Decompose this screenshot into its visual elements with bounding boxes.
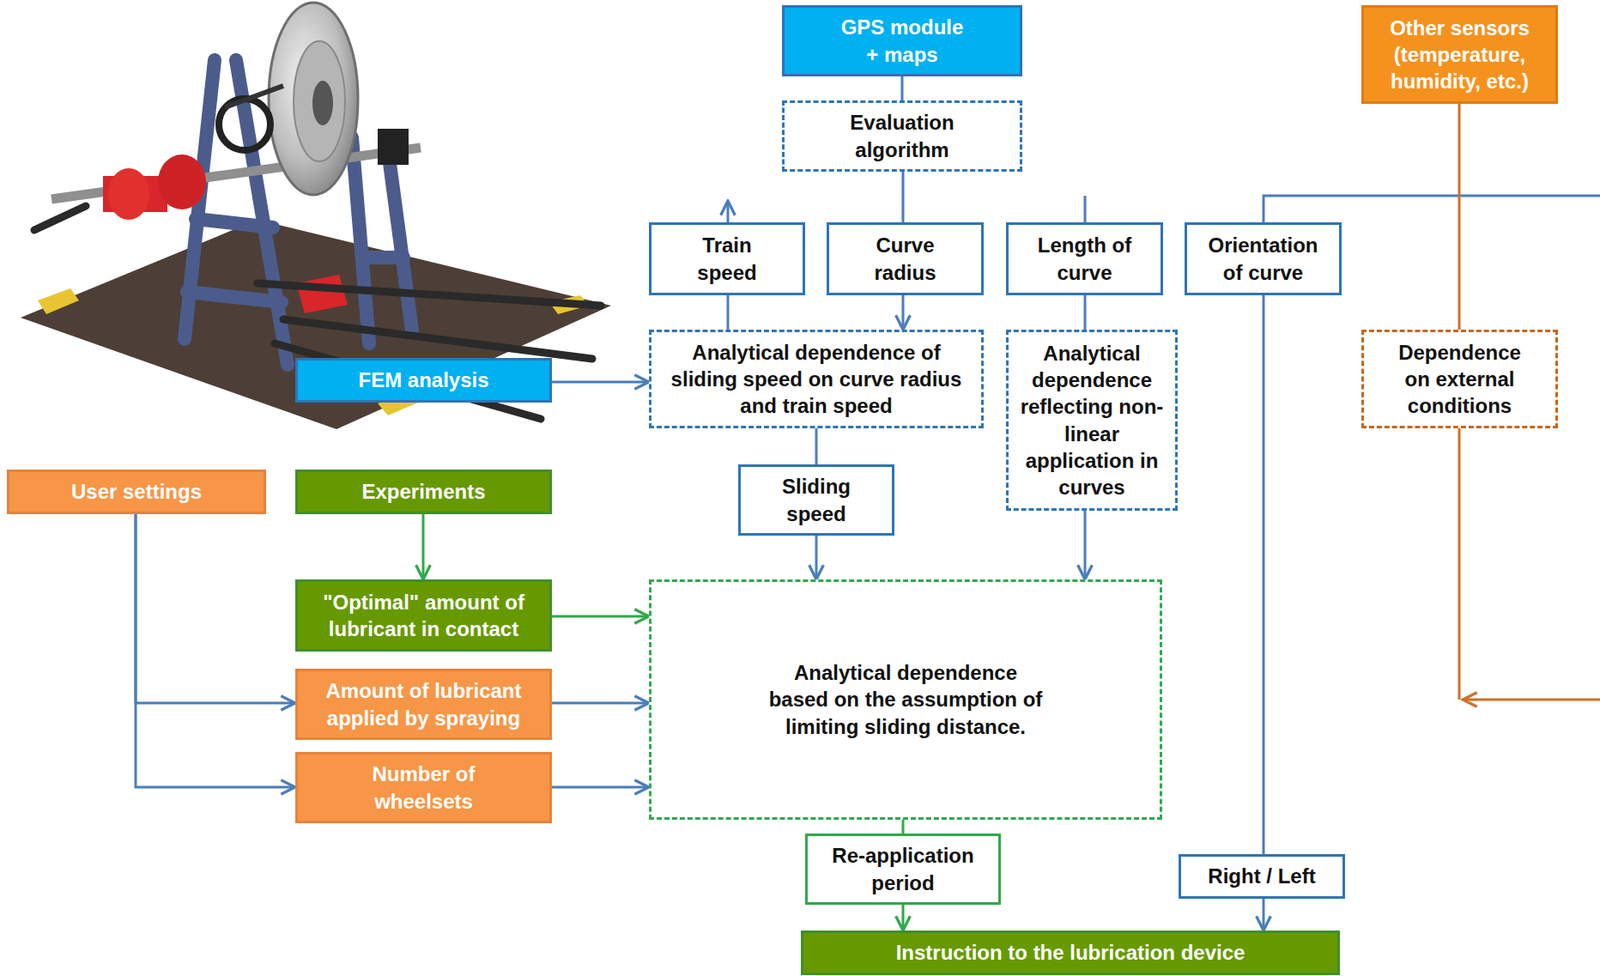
wire-arrow [1462,698,1600,702]
connector [551,615,649,619]
box-label: Analytical dependence based on the assum… [768,659,1043,740]
frame-bar [187,291,282,303]
rod [34,206,86,231]
connector [551,786,649,789]
box-label: Instruction to the lubrication device [896,939,1246,966]
quantity-box: Orientation of curve [1184,222,1342,296]
connector [135,514,296,704]
connector [902,171,905,223]
box-label: Analytical dependence reflecting non-lin… [1013,339,1170,501]
result-box: "Optimal" amount of lubricant in contact [295,579,552,652]
box-label: Right / Left [1207,862,1316,890]
connector [1084,510,1087,580]
process-box: Evaluation algorithm [781,100,1023,172]
wire [1263,195,1600,223]
box-label: Re-application period [817,842,989,896]
box-label: Length of curve [1029,231,1141,285]
quantity-box: Train speed [648,222,806,296]
setting-box: Amount of lubricant applied by spraying [295,668,552,740]
box-label: Train speed [671,231,783,285]
box-label: Dependence on external conditions [1395,339,1525,420]
yellow-marking [37,288,79,315]
connector [551,381,649,384]
connector [901,76,904,101]
base-plate [20,219,612,430]
connector [902,904,905,931]
input-box: FEM analysis [295,357,552,403]
connector [727,295,730,330]
wire [1458,428,1461,700]
input-box: GPS module + maps [781,5,1023,77]
frame-bar [195,218,273,228]
motor [157,154,207,210]
frame-leg [351,137,370,344]
process-box: Analytical dependence based on the assum… [648,579,1163,820]
result-box: Instruction to the lubrication device [800,930,1340,976]
connector [1262,898,1266,931]
quantity-box: Right / Left [1178,854,1346,899]
box-label: GPS module + maps [836,13,970,67]
box-label: Orientation of curve [1207,231,1320,285]
box-label: Other sensors (temperature, humidity, et… [1369,14,1551,96]
quantity-box: Curve radius [826,222,984,296]
setting-box: User settings [6,469,267,515]
box-label: Analytical dependence of sliding speed o… [656,339,976,420]
connector [815,428,819,465]
process-box: Analytical dependence reflecting non-lin… [1006,329,1178,511]
frame-bar [364,250,404,265]
process-box: Dependence on external conditions [1361,329,1558,429]
wheel-hub [312,80,334,126]
process-box: Analytical dependence of sliding speed o… [648,329,984,429]
wheel-disc [293,41,346,162]
motor [108,168,150,220]
test-rig-photo [20,2,612,430]
box-label: FEM analysis [357,366,489,394]
input-box: Other sensors (temperature, humidity, et… [1361,5,1558,104]
connector [1084,295,1087,330]
connector [1262,295,1266,855]
quantity-box: Re-application period [805,833,1001,905]
wheel [268,2,358,195]
quantity-box: Sliding speed [738,464,895,536]
rod [257,283,601,306]
box-label: User settings [71,478,202,505]
box-label: Number of wheelsets [338,760,510,814]
box-label: Sliding speed [760,472,873,527]
clamp [296,274,348,314]
rods [34,206,601,419]
connector [551,702,649,705]
setting-box: Number of wheelsets [295,751,552,824]
box-label: "Optimal" amount of lubricant in contact [303,588,545,643]
connector [902,819,905,834]
rod [283,319,593,359]
box-label: Curve radius [849,231,962,285]
box-label: Evaluation algorithm [836,109,970,163]
connector [1458,103,1461,330]
frame-leg [386,137,413,331]
connector [815,535,819,580]
box-label: Experiments [361,478,485,505]
connector [135,514,296,788]
stub-arrow [727,200,730,223]
result-box: Experiments [295,469,552,515]
connector [902,295,905,330]
stub-line [1084,195,1087,223]
connector [422,514,425,580]
box-label: Amount of lubricant applied by spraying [303,677,545,731]
bearing-block [377,128,409,165]
quantity-box: Length of curve [1006,222,1164,296]
chain [224,85,284,108]
